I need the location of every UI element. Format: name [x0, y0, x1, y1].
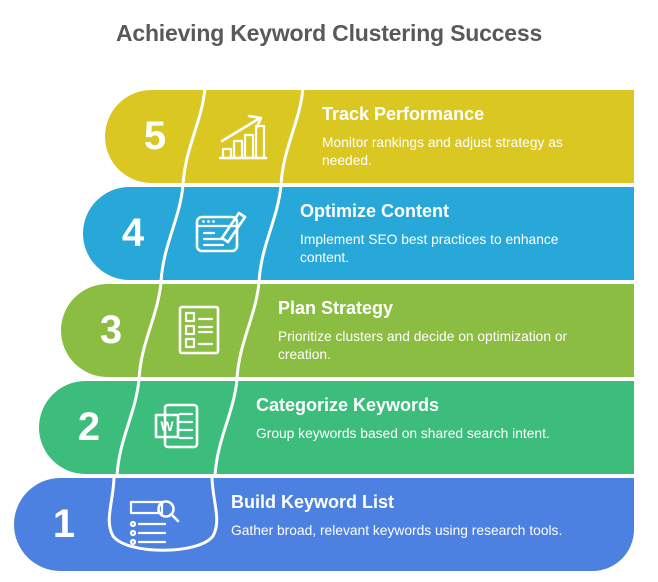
step-number: 3 — [99, 308, 123, 352]
step-number: 1 — [52, 502, 76, 546]
step-text: Categorize Keywords Group keywords based… — [256, 395, 622, 443]
page-title: Achieving Keyword Clustering Success — [115, 20, 543, 46]
step-number: 5 — [143, 114, 167, 158]
step-text: Track Performance Monitor rankings and a… — [322, 104, 622, 170]
step-description: Prioritize clusters and decide on optimi… — [278, 329, 568, 363]
step-title: Optimize Content — [300, 201, 449, 221]
step-title: Plan Strategy — [278, 298, 394, 318]
step-row-3: 3 Plan Strategy Prioritize clusters and … — [61, 280, 634, 381]
step-number: 2 — [77, 405, 101, 449]
svg-text:W: W — [160, 418, 174, 434]
step-row-4: 4 Optimize Content Implement SEO best pr… — [83, 183, 634, 284]
step-title: Track Performance — [322, 104, 485, 124]
growth-chart-icon — [215, 108, 271, 164]
step-row-5: 5 Track Performance Monitor rankings and… — [105, 86, 634, 187]
step-description: Monitor rankings and adjust strategy as … — [322, 135, 563, 169]
step-row-2: 2 W Categorize Keywords Group keywords b… — [39, 377, 634, 478]
content-edit-icon — [193, 205, 249, 261]
step-text: Optimize Content Implement SEO best prac… — [300, 201, 622, 267]
step-row-1: 1 Build Keyword List Gather broad, relev… — [14, 474, 634, 571]
word-document-icon: W — [149, 399, 205, 455]
step-text: Plan Strategy Prioritize clusters and de… — [278, 298, 622, 364]
step-title: Categorize Keywords — [256, 395, 440, 415]
step-title: Build Keyword List — [231, 492, 395, 512]
step-description: Implement SEO best practices to enhance … — [300, 232, 559, 266]
keyword-search-icon — [124, 496, 180, 552]
step-number: 4 — [121, 211, 145, 255]
step-description: Gather broad, relevant keywords using re… — [231, 523, 563, 538]
step-description: Group keywords based on shared search in… — [256, 426, 550, 441]
step-text: Build Keyword List Gather broad, relevan… — [231, 492, 622, 540]
checklist-icon — [171, 302, 227, 358]
